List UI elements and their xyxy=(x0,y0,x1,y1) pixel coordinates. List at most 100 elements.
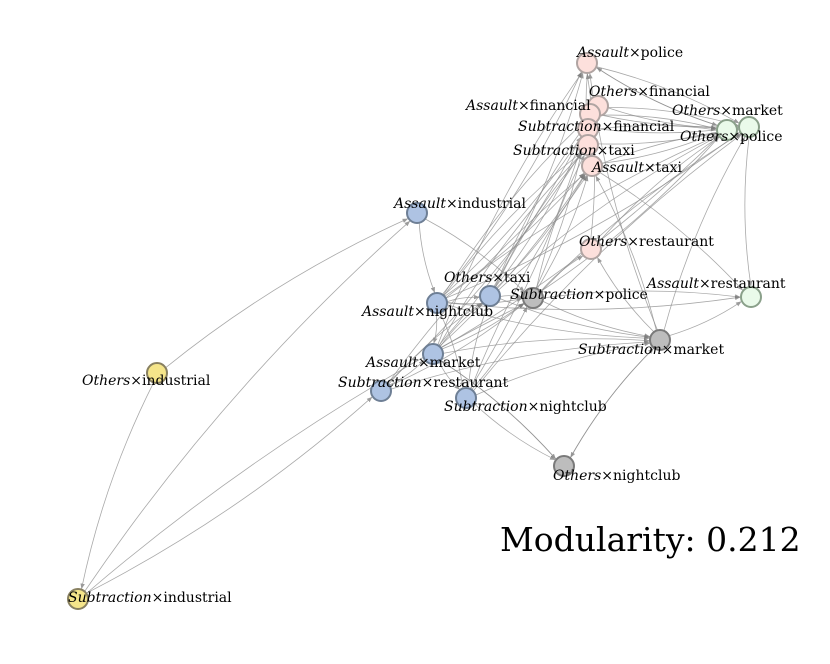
node-subtraction-taxi[interactable] xyxy=(577,134,599,156)
node-label-venue: ×restaurant xyxy=(627,234,714,250)
node-assault-industrial[interactable] xyxy=(406,202,428,224)
node-label-venue: ×financial xyxy=(602,119,675,135)
node-label-venue: ×industrial xyxy=(446,196,527,212)
label-layer: Assault×policeOthers×financialAssault×fi… xyxy=(68,45,786,606)
node-subtraction-police[interactable] xyxy=(522,287,544,309)
node-others-taxi[interactable] xyxy=(479,285,501,307)
node-label-others-restaurant: Others×restaurant xyxy=(579,234,714,250)
edge-others-nightclub-to-assault-market xyxy=(440,360,557,460)
edge-others-taxi-to-assault-taxi xyxy=(495,174,586,289)
edge-assault-nightclub-to-others-taxi xyxy=(446,294,480,303)
node-label-subtraction-financial: Subtraction×financial xyxy=(518,119,675,135)
node-label-assault-market: Assault×market xyxy=(364,355,481,371)
edge-assault-market-to-subtraction-market xyxy=(442,338,650,354)
node-label-others-taxi: Others×taxi xyxy=(444,270,531,286)
edge-subtraction-nightclub-to-others-nightclub xyxy=(473,403,556,461)
node-label-venue: ×nightclub xyxy=(528,399,607,415)
edge-others-financial-to-others-market xyxy=(607,107,717,131)
node-label-assault-nightclub: Assault×nightclub xyxy=(360,304,493,320)
node-label-venue: ×police xyxy=(728,129,782,145)
node-label-others-market: Others×market xyxy=(672,103,783,119)
edge-subtraction-industrial-to-assault-industrial xyxy=(84,220,411,592)
edge-subtraction-police-to-subtraction-market xyxy=(542,300,651,338)
node-subtraction-market[interactable] xyxy=(649,329,671,351)
node-label-venue: ×taxi xyxy=(644,160,683,176)
node-others-industrial[interactable] xyxy=(146,362,168,384)
edge-subtraction-market-to-assault-restaurant xyxy=(668,301,742,337)
edge-assault-nightclub-to-assault-financial xyxy=(442,122,584,296)
node-label-crime-type: Assault xyxy=(392,196,446,212)
node-label-subtraction-taxi: Subtraction×taxi xyxy=(513,143,635,159)
edge-subtraction-police-to-assault-restaurant xyxy=(542,290,741,299)
edge-assault-nightclub-to-assault-police xyxy=(441,71,582,295)
edge-others-nightclub-to-subtraction-market xyxy=(569,348,654,459)
node-label-crime-type: Subtraction xyxy=(578,342,662,358)
node-label-venue: ×taxi xyxy=(492,270,531,286)
edge-others-taxi-to-others-market xyxy=(497,135,719,291)
edge-subtraction-restaurant-to-subtraction-police xyxy=(389,303,525,387)
edge-subtraction-police-to-others-market xyxy=(540,136,720,292)
node-assault-police[interactable] xyxy=(576,52,598,74)
node-label-crime-type: Subtraction xyxy=(513,143,597,159)
node-label-crime-type: Assault xyxy=(360,304,414,320)
edge-others-restaurant-to-others-market xyxy=(598,136,720,243)
edge-subtraction-nightclub-to-subtraction-market xyxy=(475,341,651,396)
node-label-subtraction-nightclub: Subtraction×nightclub xyxy=(444,399,607,415)
node-label-crime-type: Assault xyxy=(575,45,629,61)
node-label-subtraction-industrial: Subtraction×industrial xyxy=(68,590,232,606)
node-label-venue: ×market xyxy=(662,342,725,358)
edge-subtraction-police-to-others-restaurant xyxy=(540,255,584,292)
node-label-crime-type: Assault xyxy=(645,276,699,292)
edge-subtraction-restaurant-to-assault-market xyxy=(388,360,425,386)
edge-subtraction-nightclub-to-subtraction-financial xyxy=(469,138,585,390)
edge-subtraction-industrial-to-subtraction-restaurant xyxy=(86,396,373,594)
node-others-market[interactable] xyxy=(716,119,738,141)
edge-subtraction-industrial-to-subtraction-police xyxy=(86,303,525,594)
node-label-crime-type: Subtraction xyxy=(338,375,422,391)
node-others-nightclub[interactable] xyxy=(553,455,575,477)
edge-subtraction-financial-to-others-market xyxy=(597,124,717,132)
node-assault-restaurant[interactable] xyxy=(740,286,762,308)
node-label-subtraction-police: Subtraction×police xyxy=(510,287,648,303)
edge-others-taxi-to-assault-police xyxy=(493,72,584,288)
edge-subtraction-nightclub-to-subtraction-police xyxy=(471,306,528,390)
edge-assault-market-to-assault-police xyxy=(437,72,583,346)
node-subtraction-nightclub[interactable] xyxy=(455,387,477,409)
node-label-venue: ×market xyxy=(418,355,481,371)
edge-assault-market-to-subtraction-taxi xyxy=(438,153,582,347)
node-label-venue: ×nightclub xyxy=(601,468,680,484)
edge-assault-market-to-assault-taxi xyxy=(439,173,586,347)
node-assault-market[interactable] xyxy=(422,343,444,365)
modularity-readout: Modularity: 0.212 xyxy=(500,520,801,559)
node-subtraction-industrial[interactable] xyxy=(67,588,89,610)
node-subtraction-restaurant[interactable] xyxy=(370,380,392,402)
edge-others-industrial-to-subtraction-industrial xyxy=(80,382,155,590)
node-label-crime-type: Others xyxy=(579,234,627,250)
edge-others-taxi-to-subtraction-financial xyxy=(494,137,583,288)
edge-assault-nightclub-to-subtraction-nightclub xyxy=(439,312,465,389)
node-label-subtraction-restaurant: Subtraction×restaurant xyxy=(338,375,509,391)
node-label-crime-type: Others xyxy=(82,373,130,389)
edge-subtraction-restaurant-to-assault-taxi xyxy=(387,173,585,384)
edge-assault-taxi-to-others-market xyxy=(601,132,717,164)
node-label-venue: ×financial xyxy=(518,98,591,114)
modularity-label: Modularity: xyxy=(500,520,696,559)
edge-subtraction-restaurant-to-subtraction-taxi xyxy=(387,152,582,384)
node-label-venue: ×market xyxy=(720,103,783,119)
node-others-police[interactable] xyxy=(738,116,760,138)
node-label-crime-type: Others xyxy=(589,84,637,100)
node-label-venue: ×financial xyxy=(637,84,710,100)
edge-assault-market-to-subtraction-police xyxy=(441,303,524,350)
node-label-others-financial: Others×financial xyxy=(589,84,710,100)
node-label-venue: ×restaurant xyxy=(422,375,509,391)
edge-subtraction-police-to-assault-taxi xyxy=(536,175,589,290)
node-label-venue: ×industrial xyxy=(152,590,233,606)
node-label-assault-taxi: Assault×taxi xyxy=(590,160,683,176)
node-assault-nightclub[interactable] xyxy=(426,292,448,314)
node-layer xyxy=(67,52,762,610)
node-others-restaurant[interactable] xyxy=(580,238,602,260)
node-assault-taxi[interactable] xyxy=(581,155,603,177)
node-label-subtraction-market: Subtraction×market xyxy=(578,342,724,358)
edge-subtraction-restaurant-to-subtraction-market xyxy=(390,340,650,390)
